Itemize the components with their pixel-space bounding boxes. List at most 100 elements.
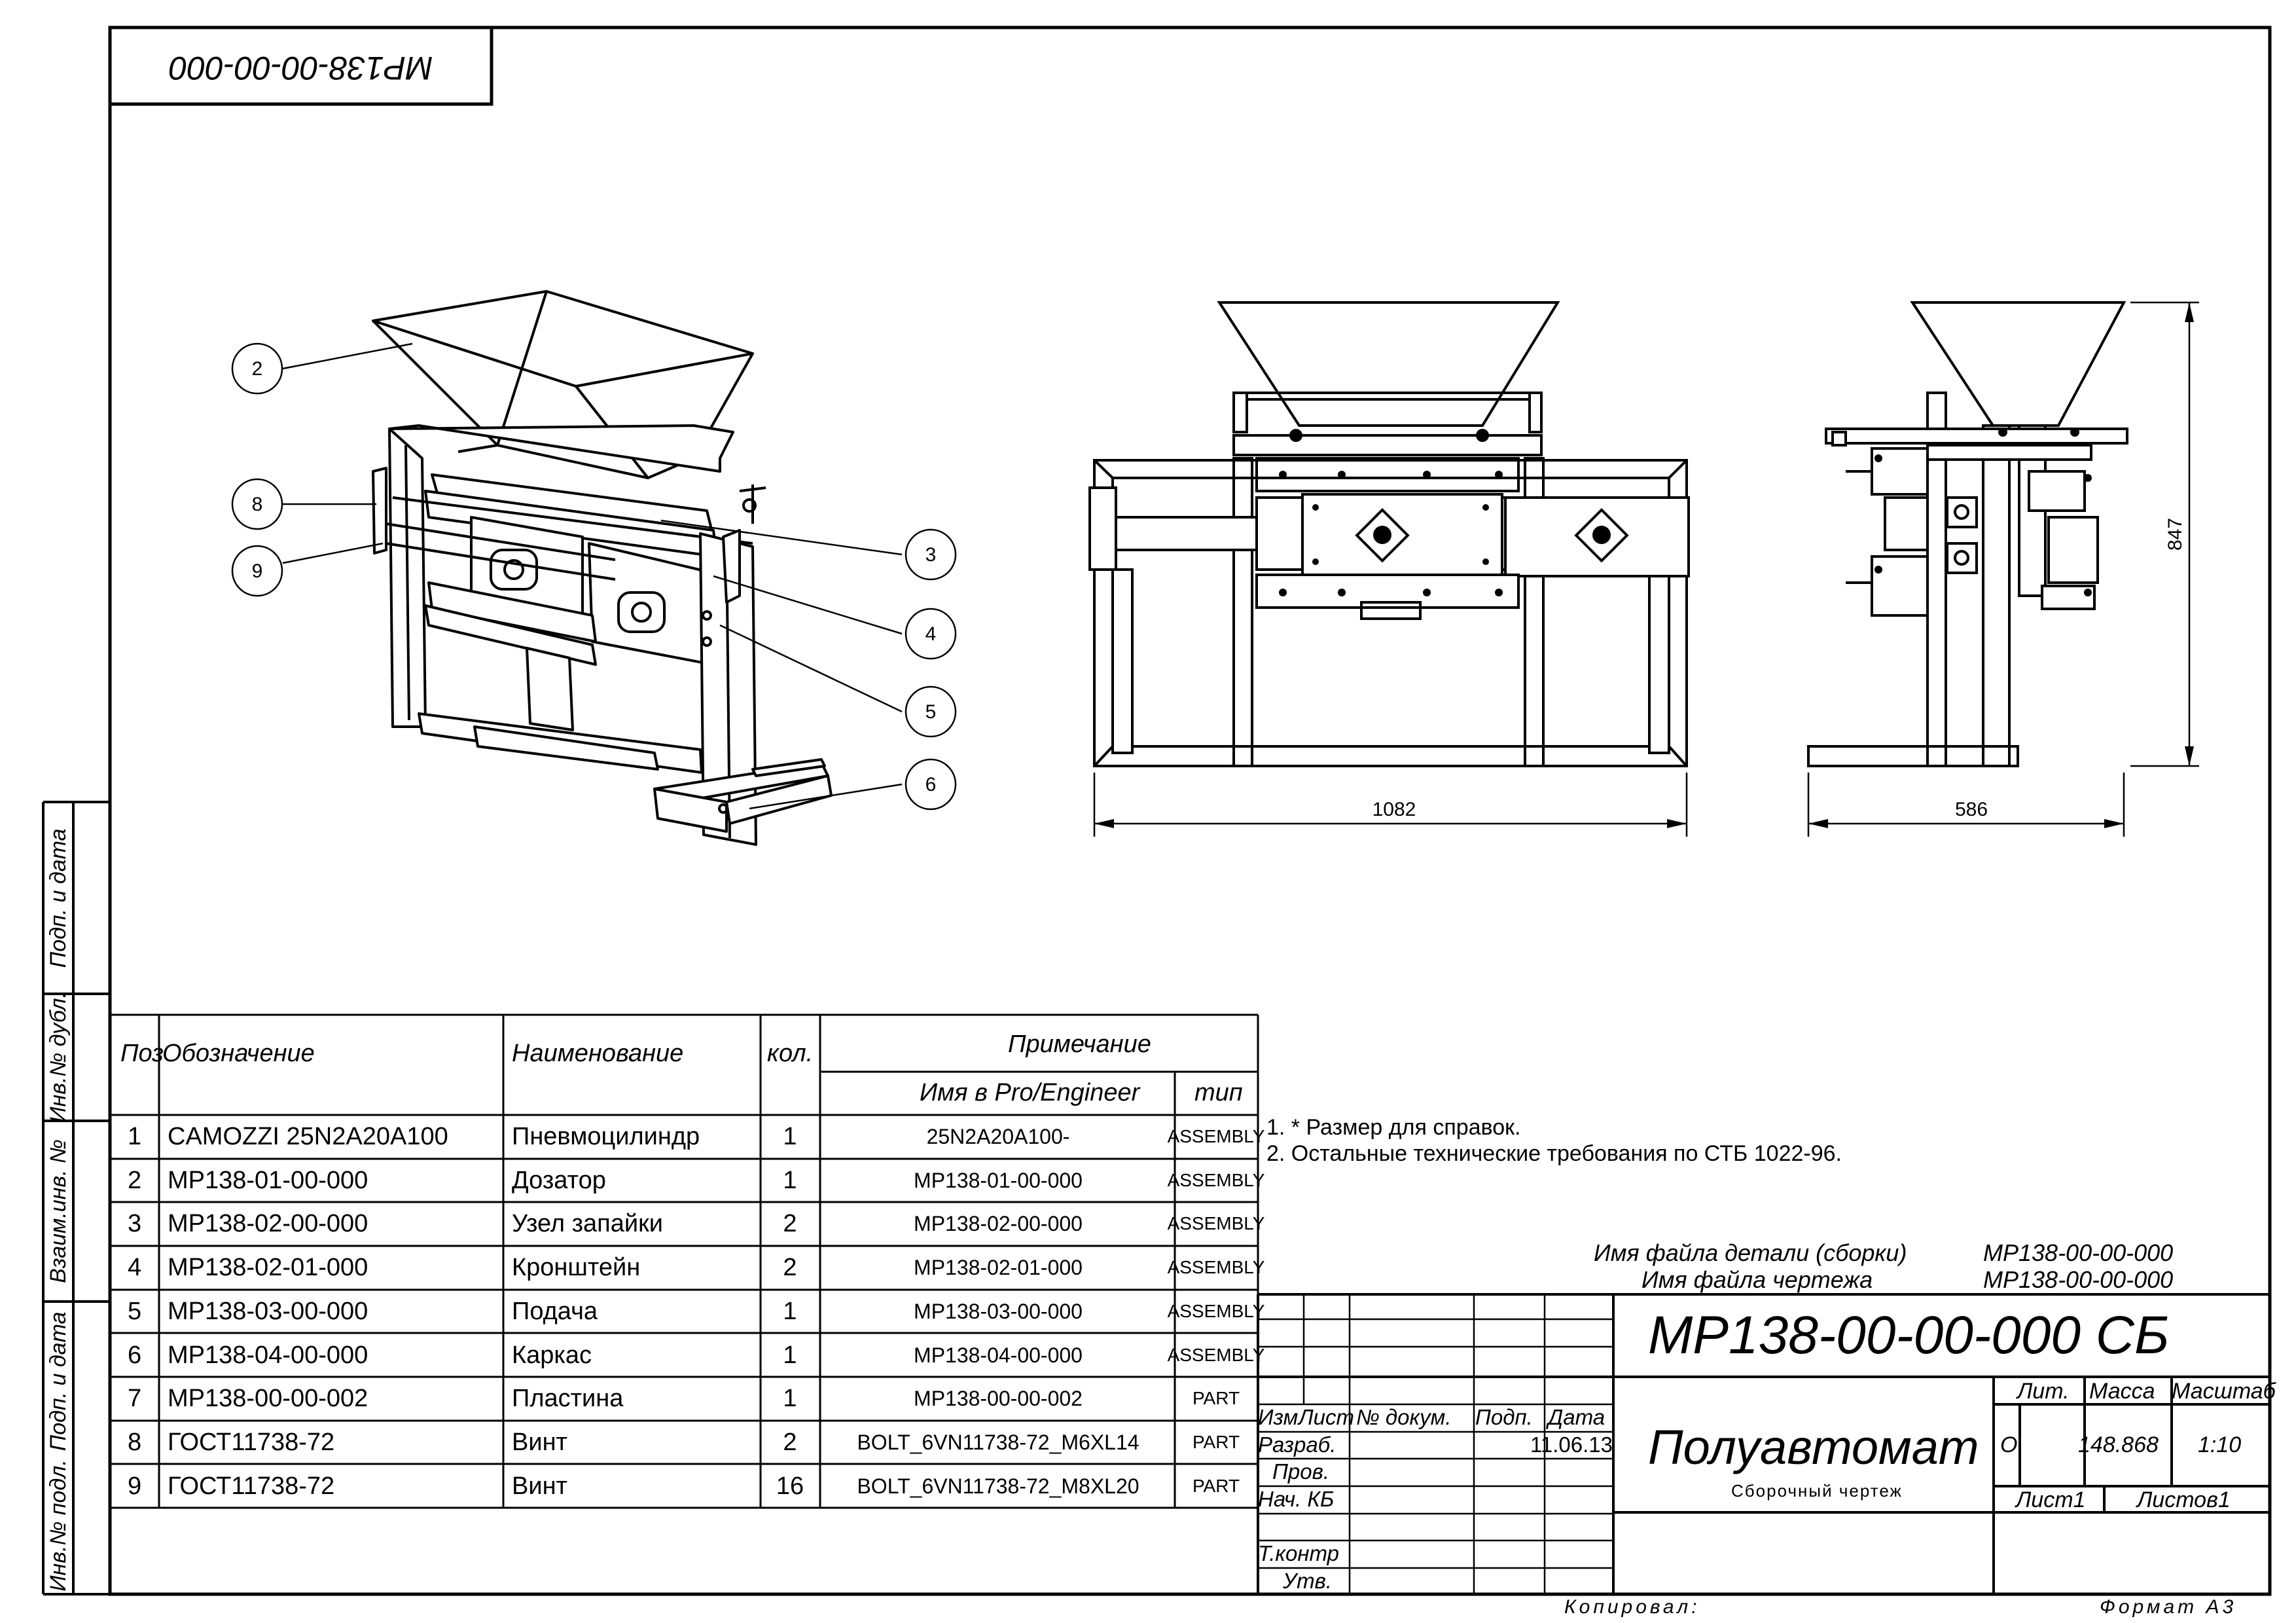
header-code: МР138-00-00-000 [169, 50, 433, 86]
callout-8: 8 [252, 494, 263, 515]
bom-pos: 3 [128, 1210, 142, 1237]
bom-qty: 1 [783, 1341, 797, 1369]
bom-header-qty: кол. [767, 1040, 814, 1067]
dimension-height: 847 [2164, 518, 2186, 551]
note-1: 1. * Размер для справок. [1266, 1115, 1521, 1140]
bom-designation: МР138-01-00-000 [168, 1167, 368, 1194]
bom-name: Винт [512, 1472, 567, 1500]
bom-pos: 1 [128, 1123, 142, 1150]
bom-header-pos: Поз [120, 1040, 164, 1067]
bom-pos: 9 [128, 1472, 142, 1500]
dimension-lines [1093, 301, 2199, 837]
bom-designation: МР138-00-00-002 [168, 1385, 368, 1412]
dimension-width: 1082 [1372, 799, 1416, 820]
lit-label: Лит. [2017, 1379, 2070, 1404]
title-block-small-grid [1258, 1294, 1613, 1594]
lit-value: О [2000, 1432, 2018, 1457]
bom-name: Узел запайки [512, 1210, 663, 1237]
col-podp: Подп. [1475, 1405, 1533, 1429]
bom-type: ASSEMBLY [1167, 1126, 1265, 1146]
callout-4: 4 [925, 623, 937, 645]
part-file-value: МР138-00-00-000 [1983, 1239, 2174, 1266]
callout-6: 6 [925, 774, 937, 795]
bom-proe-name: МР138-04-00-000 [914, 1343, 1083, 1367]
col-date: Дата [1548, 1405, 1605, 1429]
bom-name: Подача [512, 1298, 598, 1325]
drawing-file-value: МР138-00-00-000 [1983, 1266, 2174, 1293]
mass-value: 148.868 [2078, 1432, 2159, 1457]
bom-qty: 1 [783, 1298, 797, 1325]
col-izm: Изм [1258, 1405, 1299, 1429]
callout-3: 3 [925, 544, 937, 566]
bom-name: Дозатор [512, 1167, 606, 1194]
row-razrab: Разраб. [1258, 1432, 1336, 1457]
bom-designation: ГОСТ11738-72 [168, 1472, 335, 1500]
bom-qty: 2 [783, 1429, 797, 1456]
bom-pos: 4 [128, 1254, 142, 1281]
bom-type: ASSEMBLY [1167, 1170, 1265, 1190]
stamp-inv-podl: Инв.№ подл. [46, 1459, 71, 1592]
bom-pos: 5 [128, 1298, 142, 1325]
title-block-grid [1257, 1293, 2270, 1594]
bom-pos: 2 [128, 1167, 142, 1194]
dimension-depth: 586 [1955, 799, 1988, 820]
bom-header-name: Наименование [512, 1040, 684, 1067]
bom-type: ASSEMBLY [1167, 1345, 1265, 1365]
format-label: Формат А3 [2100, 1596, 2237, 1618]
front-view [1088, 301, 1690, 767]
bom-pos: 6 [128, 1341, 142, 1369]
row-nach: Нач. КБ [1258, 1487, 1335, 1511]
bom-designation: МР138-02-00-000 [168, 1210, 368, 1237]
drawing-file-label: Имя файла чертежа [1641, 1266, 1873, 1293]
bom-proe-name: МР138-00-00-002 [914, 1387, 1083, 1410]
stamp-podp-data-bottom: Подп. и дата [46, 1312, 71, 1451]
side-view [1807, 301, 2128, 767]
bom-type: ASSEMBLY [1167, 1257, 1265, 1277]
date-value: 11.06.13 [1530, 1432, 1613, 1457]
bom-type: PART [1192, 1432, 1240, 1452]
bom-designation: МР138-04-00-000 [168, 1341, 368, 1369]
stamp-inv-dubl: Инв.№ дубл. [46, 992, 71, 1123]
bom-proe-name: МР138-01-00-000 [914, 1169, 1083, 1192]
bom-header-proe-name: Имя в Pro/Engineer [920, 1079, 1140, 1106]
part-file-label: Имя файла детали (сборки) [1594, 1239, 1907, 1266]
col-doc: № докум. [1356, 1405, 1452, 1429]
bom-header-note: Примечание [1008, 1030, 1151, 1058]
bom-proe-name: МР138-03-00-000 [914, 1300, 1083, 1323]
callout-9: 9 [252, 560, 263, 582]
bom-proe-name: МР138-02-00-000 [914, 1212, 1083, 1235]
callout-5: 5 [925, 701, 937, 723]
bom-name: Винт [512, 1429, 567, 1456]
bom-type: ASSEMBLY [1167, 1301, 1265, 1321]
bom-name: Пневмоцилиндр [512, 1123, 700, 1150]
bom-qty: 1 [783, 1167, 797, 1194]
bom-name: Пластина [512, 1385, 624, 1412]
scale-value: 1:10 [2198, 1432, 2242, 1457]
bom-header-designation: Обозначение [162, 1040, 315, 1067]
bom-proe-name: BOLT_6VN11738-72_M8XL20 [857, 1474, 1139, 1498]
bom-type: PART [1192, 1476, 1240, 1496]
bom-name: Каркас [512, 1341, 592, 1369]
sheet-label: Лист1 [2016, 1487, 2086, 1512]
drawing-subtitle: Сборочный чертеж [1731, 1481, 1903, 1501]
row-prov: Пров. [1272, 1459, 1330, 1484]
side-stamp [42, 801, 110, 1596]
bom-designation: CAMOZZI 25N2A20A100 [168, 1123, 448, 1150]
col-list: Лист [1299, 1405, 1354, 1429]
callout-2: 2 [252, 358, 263, 380]
bom-name: Кронштейн [512, 1254, 641, 1281]
stamp-vzaim-inv: Взаим.инв. № [46, 1139, 71, 1283]
bom-designation: МР138-02-01-000 [168, 1254, 368, 1281]
bom-proe-name: 25N2A20A100- [926, 1125, 1070, 1148]
note-2: 2. Остальные технические требования по С… [1266, 1141, 1842, 1166]
bom-qty: 2 [783, 1210, 797, 1237]
stamp-podp-data-top: Подп. и дата [46, 829, 71, 968]
row-utv: Утв. [1283, 1569, 1332, 1593]
bom-header-type: тип [1194, 1079, 1243, 1106]
drawing-title: Полуавтомат [1648, 1420, 1979, 1474]
bom-designation: МР138-03-00-000 [168, 1298, 368, 1325]
isometric-view [372, 290, 833, 846]
header-code-box: МР138-00-00-000 [108, 26, 493, 106]
callout-leaders [282, 342, 903, 810]
